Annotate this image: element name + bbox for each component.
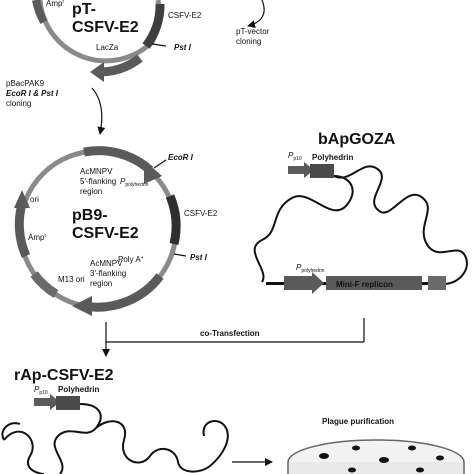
mid-m13-label: M13 ori: [58, 275, 85, 284]
recombinant-polyhedrin-box: [56, 396, 80, 410]
transfection-step: co-Transfection: [102, 318, 365, 357]
cloning-line1: pBacPAK9: [6, 79, 45, 88]
plaque-dot: [379, 457, 389, 463]
recombinant-dna-strand: [1, 403, 229, 474]
dish-wall: [288, 462, 464, 474]
top-gene-label: CSFV-E2: [168, 11, 202, 20]
mid-gene-label: CSFV-E2: [184, 209, 218, 218]
top-plasmid-name-1: pT-: [72, 1, 96, 18]
bacmid-end-box: [428, 276, 446, 290]
bacmid-promoter2-label: Ppolyhedrin: [296, 263, 325, 274]
mid-amp-arrowhead: [14, 190, 30, 208]
plaque-title: Plague purification: [322, 417, 394, 426]
mid-site1-tick: [153, 159, 167, 169]
recombinant-title: rAp-CSFV-E2: [14, 367, 114, 384]
mid-amp-label: Ampr: [28, 233, 46, 242]
plaque-dot: [416, 467, 424, 473]
cloning-line2: EcoR I & Pst I: [6, 89, 59, 98]
plaque-dot: [319, 453, 329, 459]
mid-acmnpv3-line3: region: [90, 279, 112, 288]
mid-amp-segment: [14, 202, 31, 258]
top-right-curve-arrow: [247, 0, 265, 29]
plaque-dish: Plague purification: [287, 417, 465, 474]
top-plasmid-name-2: CSFV-E2: [72, 19, 139, 36]
top-lacza-arrowhead: [90, 62, 104, 82]
bacmid-title: bApGOZA: [318, 131, 396, 148]
mid-plasmid-name-2: CSFV-E2: [72, 225, 139, 242]
bacmid-polyhedrin-box: [310, 164, 334, 178]
mid-acmnpv3-line1: AcMNPV: [90, 259, 123, 268]
plaque-dot: [436, 455, 444, 461]
top-note-line2: cloning: [236, 37, 261, 46]
plaque-dot: [352, 445, 360, 451]
mid-plasmid: ori Ampr AcMNPV 5'-flanking region Ppoly…: [14, 146, 218, 316]
cloning-curve-arrow: [91, 87, 106, 135]
top-note-line1: pT-vector: [236, 27, 270, 36]
bacmid-gene-label: Polyhedrin: [312, 153, 353, 162]
mid-csfv-e2-segment: [165, 194, 181, 246]
cloning-line3: cloning: [6, 99, 31, 108]
recombinant-p10-arrow: [34, 394, 60, 410]
top-amp-label: Ampr: [46, 0, 64, 8]
recombinant: rAp-CSFV-E2 Pp10 Polyhedrin: [1, 367, 273, 474]
mid-site2-label: Pst I: [190, 253, 208, 262]
bacmid: bApGOZA Pp10 Polyhedrin Ppolyhedrin Mini…: [253, 131, 468, 294]
top-lacza-label: LacZa: [96, 43, 119, 52]
mid-acmnpv5-line2: 5'-flanking: [80, 177, 116, 186]
bacmid-mini-f-box: [326, 276, 422, 290]
mid-polya-label: Poly A+: [118, 255, 144, 264]
mid-promoter-label: Ppolyhedrin: [120, 177, 149, 188]
bacmid-polyhedrin-promoter-arrow: [284, 272, 324, 294]
recombinant-gene-label: Polyhedrin: [58, 385, 99, 394]
top-plasmid: Ampr pT- CSFV-E2 CSFV-E2 LacZa Pst I: [32, 0, 202, 82]
mid-site1-label: EcoR I: [168, 153, 194, 162]
bacmid-dna-strand: [253, 165, 468, 285]
top-site-tick: [151, 43, 167, 47]
mid-acmnpv5-line1: AcMNPV: [80, 167, 113, 176]
mid-acmnpv3-arrowhead: [72, 296, 92, 316]
top-site-label: Pst I: [174, 43, 192, 52]
mid-site2-tick: [173, 253, 187, 257]
mid-plasmid-name-1: pB9-: [72, 207, 108, 224]
bacmid-p10-arrow: [288, 162, 314, 178]
plaque-dot: [348, 467, 356, 473]
transfection-label: co-Transfection: [200, 329, 260, 338]
plaque-dot: [408, 445, 416, 451]
bacmid-replicon-label: Mini-F replicon: [336, 280, 393, 289]
mid-acmnpv3-line2: 3'-flanking: [90, 269, 126, 278]
mid-acmnpv3-segment: [83, 273, 164, 312]
mid-acmnpv5-arrowhead: [144, 160, 162, 184]
mid-ori-label: ori: [30, 195, 39, 204]
top-amp-segment: [32, 0, 48, 25]
recombinant-p10-label: Pp10: [34, 385, 48, 396]
mid-m13-segment: [30, 271, 59, 298]
top-csfv-e2-segment: [142, 3, 165, 49]
bacmid-p10-label: Pp10: [288, 151, 302, 162]
mid-acmnpv5-line3: region: [80, 187, 102, 196]
